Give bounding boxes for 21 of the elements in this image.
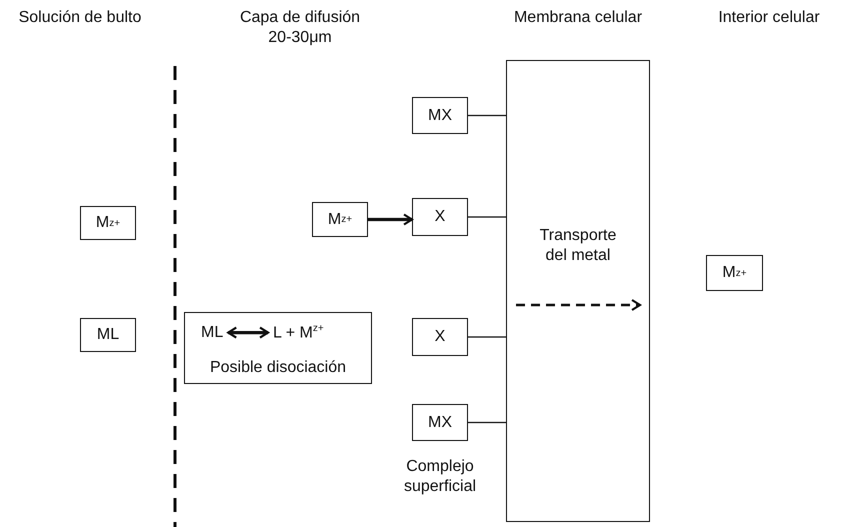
species-box: MX <box>412 97 468 134</box>
connector-line <box>468 422 506 424</box>
connector-line <box>468 336 506 338</box>
connector-line <box>468 114 506 116</box>
species-box: X <box>412 318 468 356</box>
caption-text: Posible disociación <box>208 358 348 377</box>
arrow <box>368 213 414 226</box>
column-heading: Solución de bulto <box>18 8 142 28</box>
column-heading: Interior celular <box>717 8 821 28</box>
species-text: ML <box>201 323 224 342</box>
caption-text: Complejo superficial <box>402 457 478 497</box>
connector-line <box>468 216 506 218</box>
membrane-box: Transporte del metal <box>506 60 650 522</box>
column-heading: Membrana celular <box>512 8 644 28</box>
species-text: L + M$^{z+}$ <box>273 323 324 343</box>
species-box: ML <box>80 318 136 352</box>
dissociation-box <box>184 312 372 384</box>
species-box: MX <box>412 404 468 441</box>
arrow <box>227 326 270 339</box>
column-heading: Capa de difusión 20-30μm <box>238 8 362 48</box>
species-box: X <box>412 198 468 236</box>
